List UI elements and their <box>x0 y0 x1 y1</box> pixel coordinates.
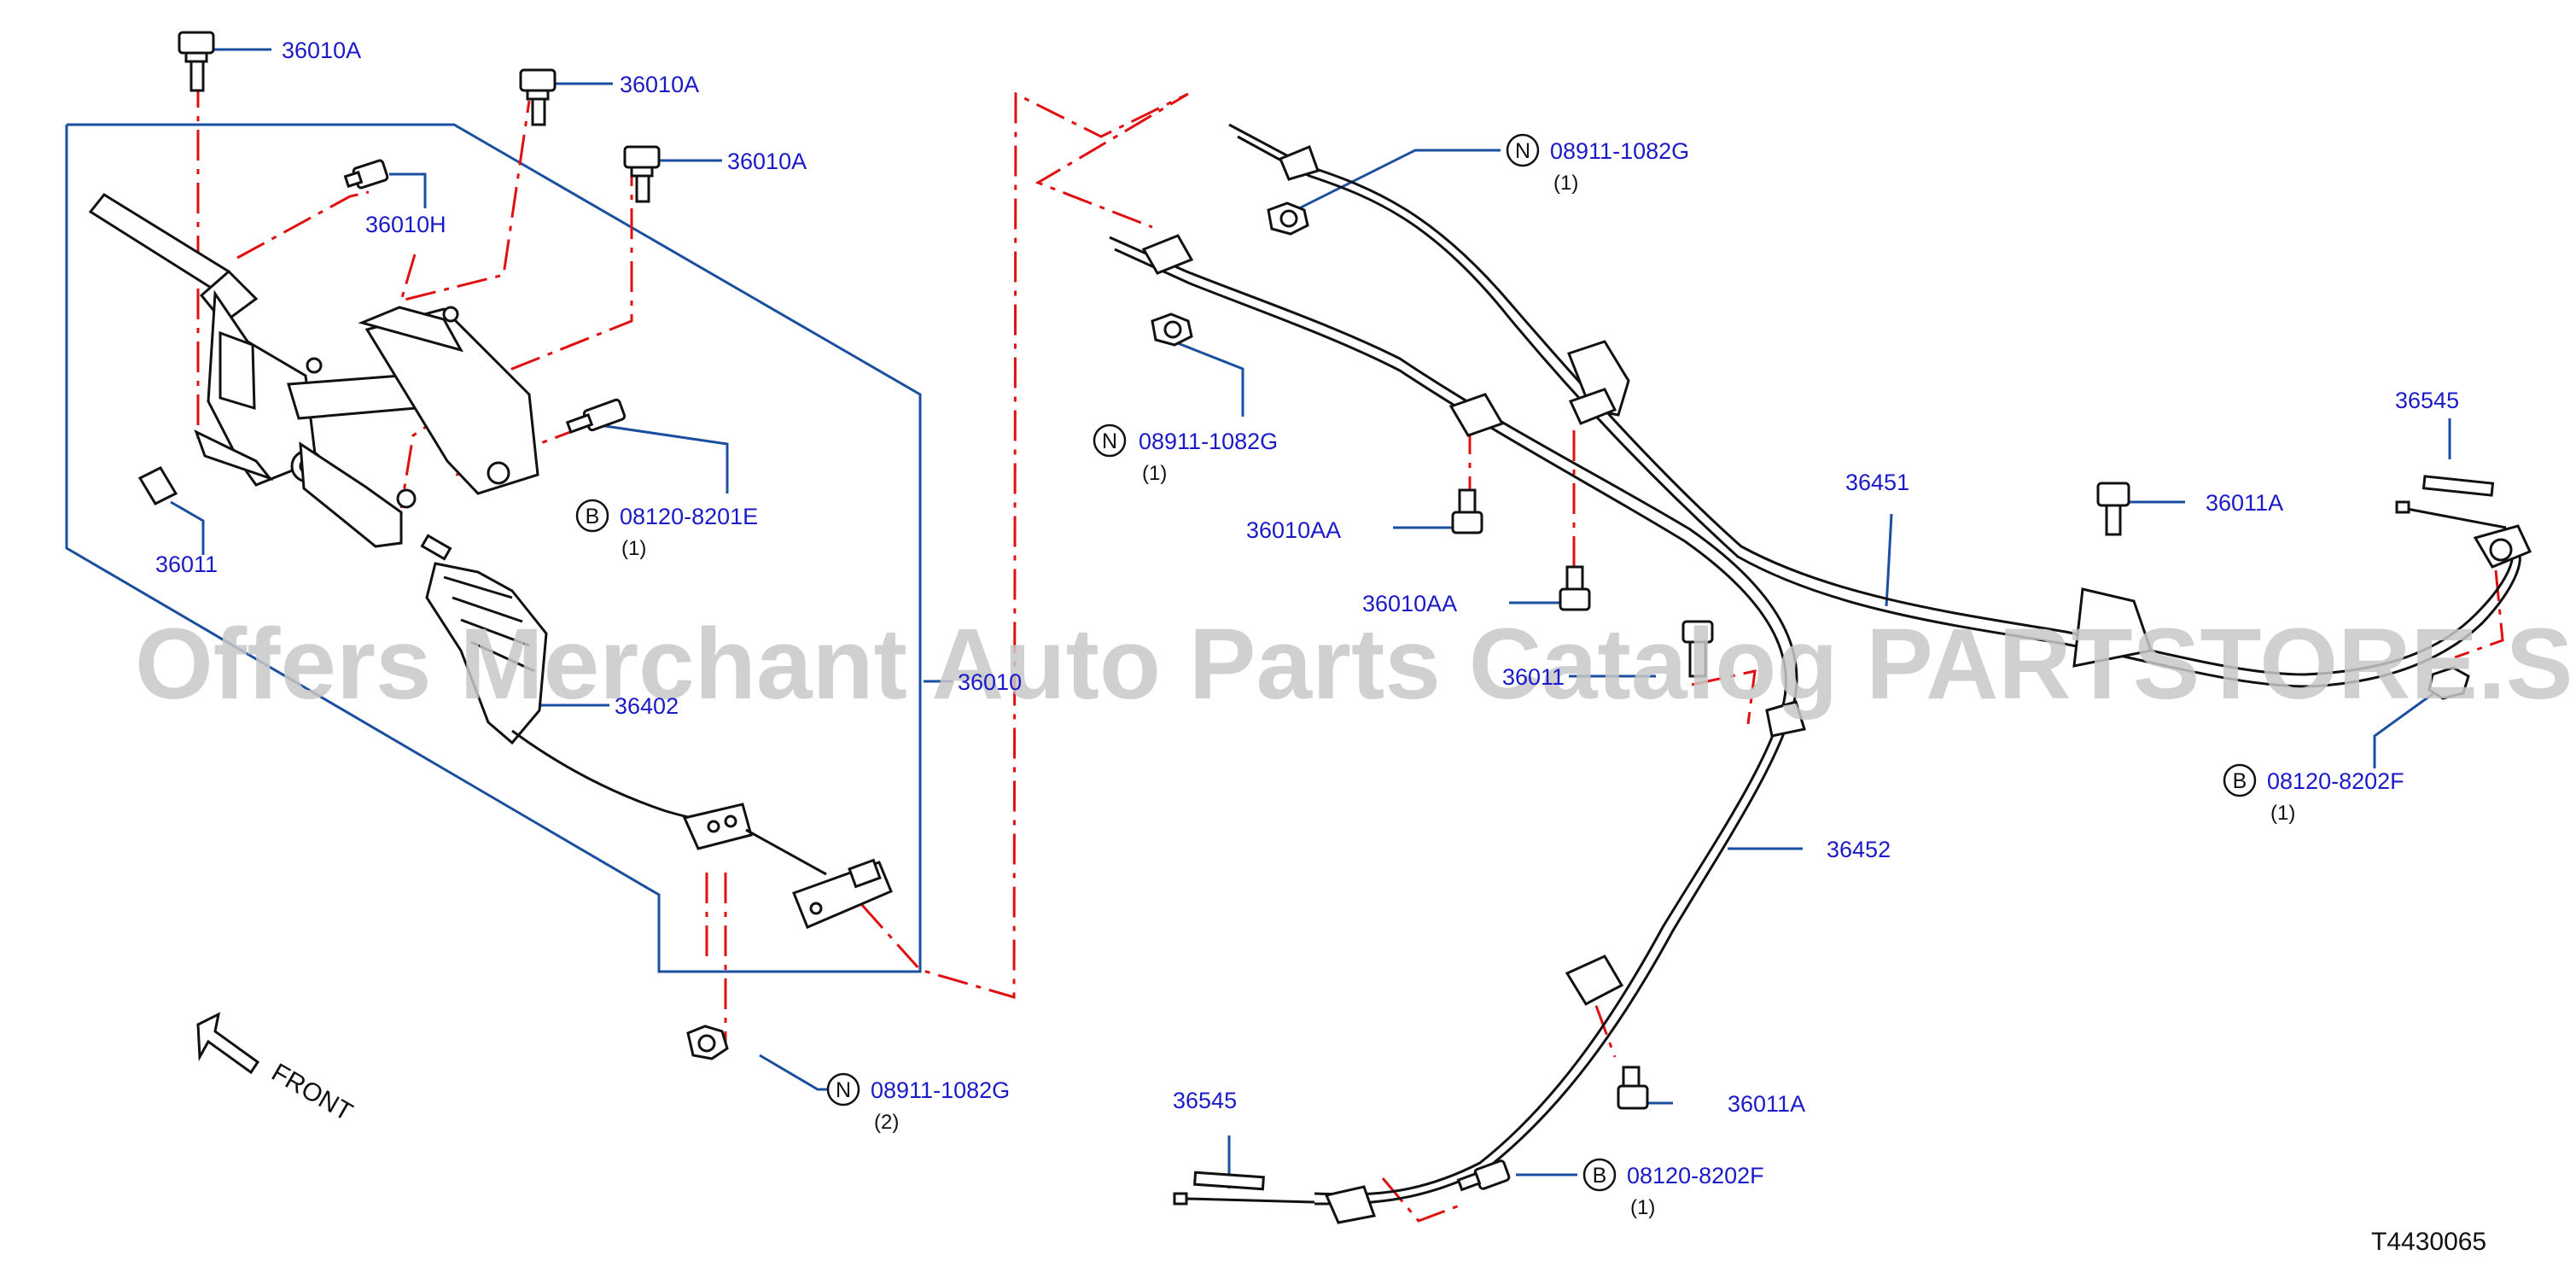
spring-36545-top <box>2422 475 2495 497</box>
callout-08911-1082G-top[interactable]: 08911-1082G <box>1550 138 1689 164</box>
front-cable-36402 <box>420 534 893 929</box>
circle-b-08120-8202F-bottom <box>1582 1158 1617 1192</box>
nut-08911-1082G-top <box>1267 201 1309 236</box>
callout-36010A-mid[interactable]: 36010A <box>620 72 699 97</box>
callout-36010[interactable]: 36010 <box>958 669 1022 695</box>
bolt-08120-8202F-top <box>2427 666 2470 700</box>
callout-36011[interactable]: 36011 <box>155 552 218 577</box>
callout-36402[interactable]: 36402 <box>615 693 679 719</box>
qty-08911-top: (1) <box>1553 172 1578 195</box>
bolt-08120-8202F-bottom <box>1456 1159 1511 1192</box>
bolt-36010A-mid <box>519 68 557 126</box>
bolt-36010AA-1 <box>1451 488 1483 534</box>
callout-08120-8202F-bottom[interactable]: 08120-8202F <box>1627 1163 1764 1188</box>
bolt-36010A-right <box>623 145 661 203</box>
callout-36010AA-1[interactable]: 36010AA <box>1246 517 1341 543</box>
callout-36010A-right[interactable]: 36010A <box>727 149 807 174</box>
callout-36011A-top[interactable]: 36011A <box>2206 490 2283 516</box>
qty-08120-8202F-bottom: (1) <box>1630 1196 1655 1219</box>
parking-brake-lever-assembly <box>88 193 539 548</box>
circle-b-letter: B <box>586 505 600 528</box>
callout-36545-top[interactable]: 36545 <box>2395 388 2459 413</box>
callout-36010A-top[interactable]: 36010A <box>282 38 361 63</box>
bolt-36011-partial <box>1681 620 1714 678</box>
nut-08911-1082G-mid <box>1151 312 1193 347</box>
bolt-36011A-bottom <box>1617 1066 1649 1110</box>
assembly-group-outline <box>65 123 922 973</box>
callout-08911-1082G-left[interactable]: 08911-1082G <box>871 1077 1010 1103</box>
nut-08911-1082G-left <box>686 1025 729 1060</box>
circle-b-08120-8201E <box>575 499 609 533</box>
bolt-36011A-top <box>2096 482 2130 536</box>
callout-08911-1082G-mid[interactable]: 08911-1082G <box>1139 429 1278 454</box>
bolt-36010A-top <box>178 31 215 92</box>
circle-n-08911-mid <box>1093 423 1127 458</box>
diagram-code: T4430065 <box>2371 1228 2486 1256</box>
rear-cable-36452 <box>1109 236 1806 1224</box>
callout-36010AA-2[interactable]: 36010AA <box>1362 591 1457 616</box>
leader-lines <box>170 48 2451 1188</box>
cable-bracket-parts <box>1141 145 1617 425</box>
qty-08120-8201E: (1) <box>621 537 646 560</box>
front-direction-arrow: FRONT <box>196 1012 358 1127</box>
circle-n-08911-top <box>1506 133 1540 167</box>
callout-08120-8202F-top[interactable]: 08120-8202F <box>2267 768 2404 794</box>
qty-08120-8202F-top: (1) <box>2270 802 2295 825</box>
circle-n-letter-left: N <box>836 1078 851 1102</box>
callout-36010H[interactable]: 36010H <box>365 212 446 237</box>
circle-n-letter-mid: N <box>1102 429 1117 453</box>
rear-cable-36451 <box>1228 123 2532 688</box>
bolt-36010AA-2 <box>1559 565 1591 611</box>
circle-n-letter-top: N <box>1515 139 1530 163</box>
circle-b-08120-8202F-top <box>2223 763 2257 797</box>
bolt-08120-8201E <box>565 398 627 435</box>
circle-b-letter-top: B <box>2233 769 2247 793</box>
callout-36011-partial[interactable]: 36011 <box>1502 664 1565 690</box>
spring-36545-bottom <box>1193 1171 1265 1191</box>
callout-36545-bottom[interactable]: 36545 <box>1173 1088 1237 1113</box>
qty-08911-left: (2) <box>874 1111 899 1134</box>
watermark: Offers Merchant Auto Parts Catalog PARTS… <box>135 608 2576 721</box>
bolt-36010H <box>343 159 389 190</box>
qty-08911-mid: (1) <box>1142 462 1167 485</box>
callout-36011A-bottom[interactable]: 36011A <box>1728 1091 1805 1117</box>
circle-n-08911-left <box>826 1072 860 1106</box>
callout-08120-8201E[interactable]: 08120-8201E <box>620 504 758 529</box>
callout-36451[interactable]: 36451 <box>1845 470 1909 495</box>
callout-36452[interactable]: 36452 <box>1827 837 1891 862</box>
callout-labels: 36010A 36010A 36010A 36010H 36011 B 0812… <box>155 38 2459 1219</box>
front-label: FRONT <box>267 1058 358 1126</box>
circle-b-letter-bottom: B <box>1593 1164 1607 1188</box>
